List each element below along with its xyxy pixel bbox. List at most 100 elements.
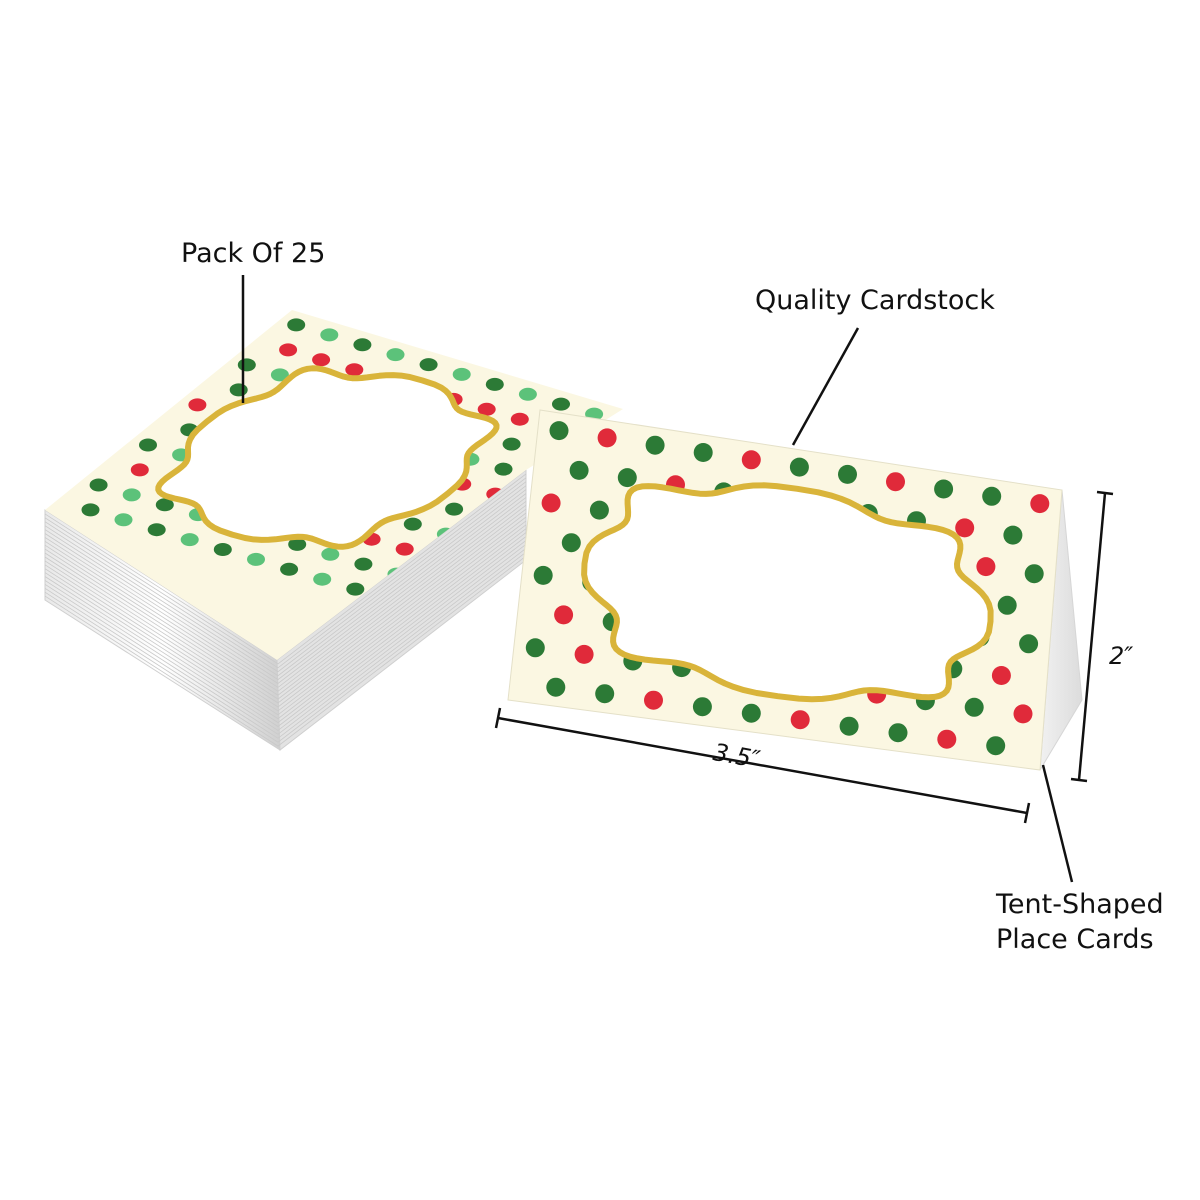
polka-dot	[494, 462, 513, 476]
stack-sheet-line	[44, 555, 527, 747]
polka-dot	[280, 562, 299, 576]
stack-sheet-line	[44, 481, 527, 673]
polka-dot	[320, 328, 339, 342]
polka-dot	[130, 463, 149, 477]
polka-dot	[589, 500, 609, 520]
polka-dot	[1013, 704, 1033, 724]
polka-dot	[741, 703, 761, 723]
polka-dot	[237, 358, 256, 372]
tent-gold-frame	[581, 482, 994, 703]
stack-sheet-line	[44, 536, 527, 727]
polka-dot	[997, 595, 1017, 615]
polka-dot	[485, 377, 504, 391]
polka-dot	[574, 644, 594, 664]
polka-dot	[1003, 525, 1023, 545]
cardstock-callout-line	[791, 327, 860, 446]
polka-dot	[346, 582, 365, 596]
stack-sheet-line	[44, 500, 527, 692]
polka-dot	[693, 443, 713, 462]
polka-dot	[81, 503, 100, 517]
polka-dot	[569, 460, 589, 480]
polka-dot	[561, 533, 581, 553]
polka-dot	[982, 486, 1002, 506]
polka-dot	[518, 387, 537, 401]
stack-sheet-line	[44, 512, 527, 704]
polka-dot	[270, 368, 289, 382]
polka-dot	[790, 710, 810, 730]
stack-sheet-lines	[44, 473, 527, 747]
polka-dot	[155, 498, 174, 512]
polka-dot	[533, 565, 553, 585]
polka-dot	[89, 478, 108, 492]
stack-sheet-line	[44, 508, 527, 700]
stack-sheet-line	[44, 524, 527, 716]
polka-dot	[976, 557, 996, 577]
polka-dot	[838, 464, 857, 484]
tent-shape-label-line2: Place Cards	[996, 924, 1154, 955]
polka-dot	[1024, 564, 1044, 584]
stack-sheet-line	[44, 485, 527, 677]
polka-dot	[741, 450, 761, 470]
polka-dot	[502, 437, 521, 451]
polka-dot	[888, 723, 908, 743]
polka-dot	[353, 338, 372, 352]
polka-dot	[312, 353, 331, 367]
polka-dot	[645, 435, 665, 455]
callout-lines	[241, 275, 1114, 883]
stack-sheet-line	[44, 473, 527, 665]
stack-sheet-line	[44, 543, 527, 735]
stack-sheet-line	[44, 477, 527, 669]
polka-dot	[789, 457, 809, 477]
polka-dot	[644, 690, 663, 710]
polka-dot	[345, 363, 364, 377]
polka-dot	[549, 421, 569, 441]
width-tick-left	[494, 707, 502, 729]
polka-dot	[510, 412, 529, 426]
polka-dot	[403, 517, 422, 531]
polka-dot	[991, 666, 1011, 685]
polka-dot	[229, 383, 248, 397]
polka-dot	[354, 557, 373, 571]
polka-dot	[525, 638, 545, 658]
stack-sheet-line	[44, 547, 527, 739]
polka-dot	[247, 552, 265, 566]
stack-sheet-line	[44, 551, 527, 743]
polka-dot	[188, 398, 207, 412]
polka-dot	[839, 716, 859, 736]
stack-sheet-line	[44, 520, 527, 712]
stack-sheet-line	[44, 504, 527, 696]
polka-dot	[1019, 634, 1039, 654]
polka-dot	[386, 348, 405, 362]
polka-dot	[546, 677, 566, 697]
stack-sheet-line	[44, 532, 527, 724]
tent-card	[507, 409, 1083, 771]
stack-sheet-line	[44, 493, 527, 684]
polka-dot	[595, 684, 615, 704]
stack-sheet-line	[44, 528, 527, 720]
polka-dot	[886, 472, 905, 492]
polka-dot	[419, 358, 438, 372]
polka-dot	[287, 318, 306, 332]
polka-dot	[986, 736, 1006, 756]
pack-count-label: Pack Of 25	[181, 238, 326, 269]
polka-dot	[692, 697, 712, 717]
stack-sheet-line	[44, 540, 527, 731]
polka-dot	[180, 533, 199, 547]
polka-dot	[964, 697, 984, 717]
polka-dot	[395, 542, 414, 556]
polka-dot	[445, 502, 464, 516]
polka-dot	[934, 479, 954, 499]
polka-dot	[452, 367, 471, 381]
card-stack	[44, 310, 623, 751]
height-dimension-label: 2″	[1109, 642, 1134, 670]
width-dimension-line	[497, 716, 1028, 815]
stack-sheet-line	[44, 516, 527, 708]
cardstock-label: Quality Cardstock	[755, 285, 995, 316]
height-tick-bottom	[1070, 777, 1088, 783]
polka-dot	[552, 397, 570, 411]
polka-dot	[541, 493, 561, 513]
stack-gold-frame	[155, 365, 500, 550]
polka-dot	[321, 547, 340, 561]
stack-sheet-line	[44, 497, 527, 688]
